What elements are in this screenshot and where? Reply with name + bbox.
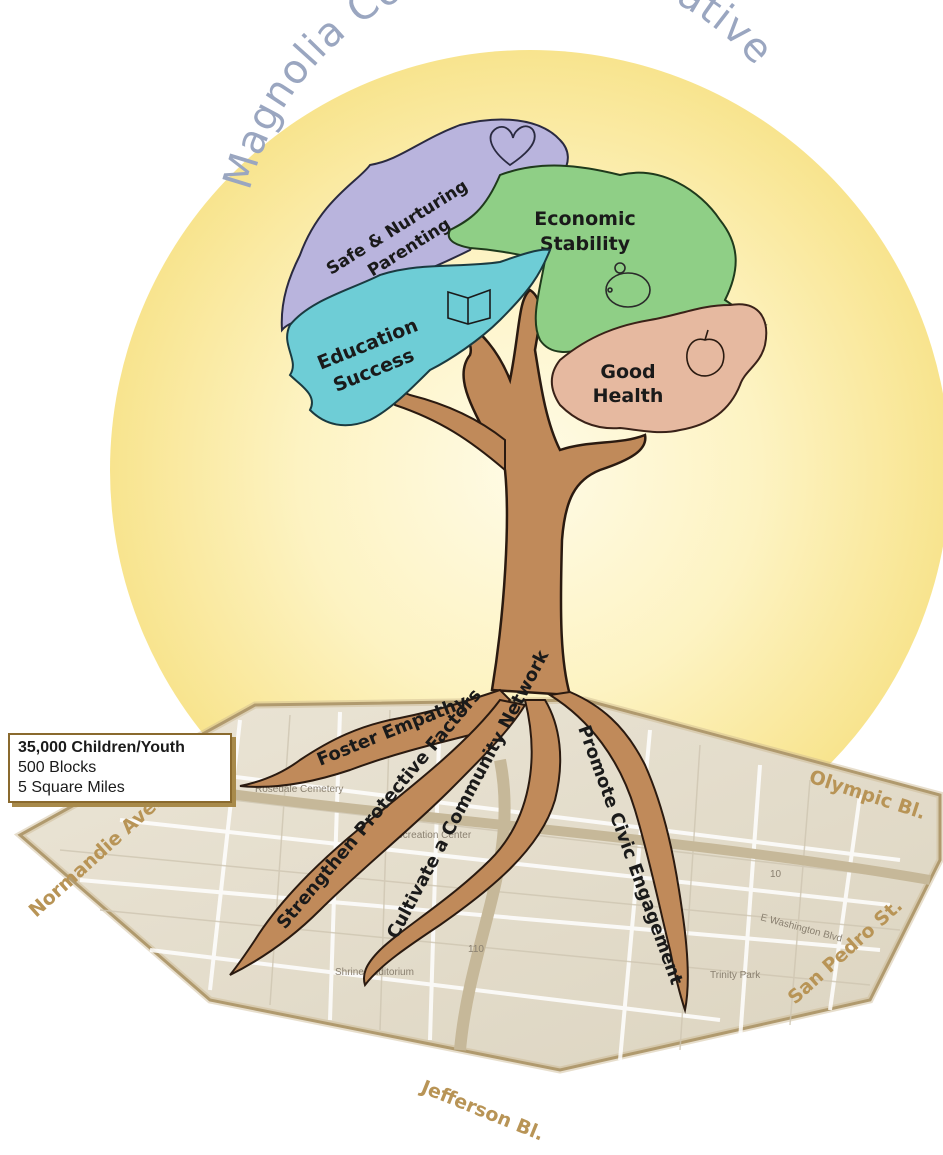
- root-network: [362, 699, 562, 988]
- stats-children: 35,000 Children/Youth: [18, 739, 185, 756]
- canopy-health-line1: Good: [600, 361, 655, 383]
- root-empathy: [239, 688, 512, 788]
- heart-icon: [489, 125, 536, 167]
- stats-blocks: 500 Blocks: [18, 759, 97, 776]
- map-label-10: 10: [770, 869, 782, 880]
- map-label-110: 110: [468, 944, 484, 955]
- canopy-health-line2: Health: [593, 385, 664, 407]
- map-label-hoover: Hoover Recreation Center: [355, 830, 472, 841]
- root-civic: [547, 690, 689, 1014]
- canopy-economic-line1: Economic: [534, 208, 635, 230]
- stats-box: 35,000 Children/Youth 500 Blocks 5 Squar…: [8, 733, 232, 803]
- book-icon: [447, 288, 491, 325]
- canopy-economic: Economic Stability: [447, 164, 768, 353]
- canopy-education: Education Success: [286, 248, 552, 427]
- apple-icon: [686, 329, 725, 377]
- canopy-health: Good Health: [550, 303, 768, 434]
- root-protective: [229, 698, 527, 976]
- map-label-rosedale: Rosedale Cemetery: [255, 784, 343, 795]
- piggy-bank-icon: [605, 262, 651, 308]
- map-label-trinity: Trinity Park: [710, 970, 761, 981]
- street-jefferson: Jefferson Bl.: [416, 1075, 547, 1145]
- stats-area: 5 Square Miles: [18, 779, 125, 796]
- canopy-economic-line2: Stability: [540, 233, 631, 255]
